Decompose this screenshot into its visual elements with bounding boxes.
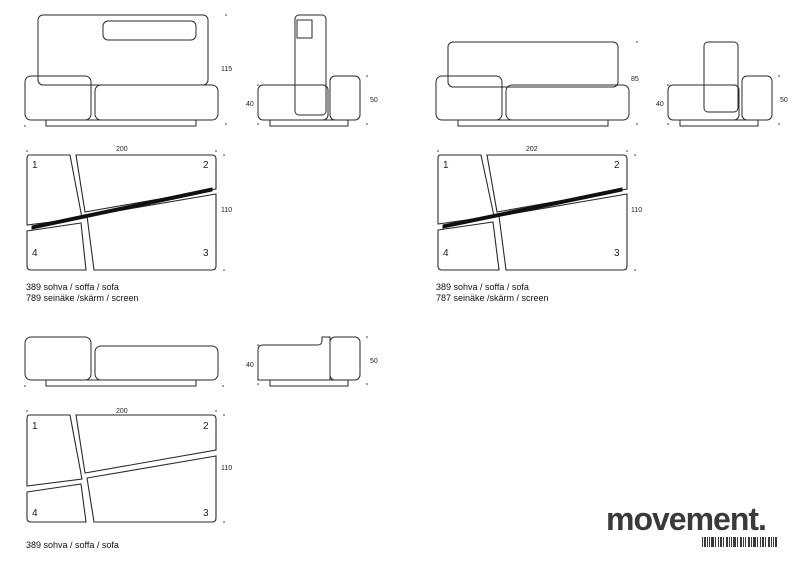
sofa-b-width: 202 <box>526 146 538 153</box>
sofa-b-seat-height: 50 <box>780 97 788 104</box>
sofa-c-side-height: 40 <box>246 362 254 369</box>
sofa-c-cushion-2: 2 <box>203 421 209 432</box>
sofa-b-side-view: 40 50 <box>656 41 788 127</box>
sofa-a-cushion-4: 4 <box>32 248 38 259</box>
sofa-c-caption-line-1: 389 sohva / soffa / sofa <box>26 540 119 550</box>
sofa-c-cushion-4: 4 <box>32 508 38 519</box>
sofa-c-front-view <box>24 336 224 387</box>
sofa-b-top-view: 202 110 1 2 3 4 <box>437 146 642 271</box>
sofa-b-cushion-2: 2 <box>614 160 620 171</box>
sofa-b-caption-line-1: 389 sohva / soffa / sofa <box>436 282 529 292</box>
sofa-a-cushion-3: 3 <box>203 248 209 259</box>
sofa-b-caption: 389 sohva / soffa / sofa 787 seinäke /sk… <box>436 282 549 304</box>
sofa-a-cushion-1: 1 <box>32 160 38 171</box>
movement-logo: movement. <box>606 501 767 537</box>
sofa-c-width: 200 <box>116 408 128 415</box>
sofa-b-cushion-4: 4 <box>443 248 449 259</box>
sofa-b-depth: 110 <box>631 207 642 214</box>
sofa-a-seat-height: 50 <box>370 97 378 104</box>
sofa-a-caption: 389 sohva / soffa / sofa 789 seinäke /sk… <box>26 282 139 304</box>
barcode-icon <box>702 537 777 547</box>
sofa-c-cushion-1: 1 <box>32 421 38 432</box>
sofa-b-cushion-3: 3 <box>614 248 620 259</box>
sofa-a-back-height: 115 <box>221 66 232 73</box>
sofa-c-caption: 389 sohva / soffa / sofa <box>26 540 119 551</box>
sofa-a-top-view: 200 110 1 2 3 4 <box>26 146 232 271</box>
sofa-a-width: 200 <box>116 146 128 153</box>
sofa-a-cushion-2: 2 <box>203 160 209 171</box>
sofa-a-depth: 110 <box>221 207 232 214</box>
sofa-a-side-view: 40 50 <box>246 14 378 127</box>
sofa-c-cushion-3: 3 <box>203 508 209 519</box>
sofa-a-front-view: 115 <box>24 14 232 127</box>
sofa-a-caption-line-1: 389 sohva / soffa / sofa <box>26 282 119 292</box>
sofa-a-caption-line-2: 789 seinäke /skärm / screen <box>26 293 139 303</box>
sofa-b-back-height: 85 <box>631 76 639 83</box>
sofa-a-side-height: 40 <box>246 101 254 108</box>
sofa-b-side-height: 40 <box>656 101 664 108</box>
sofa-c-seat-height: 50 <box>370 358 378 365</box>
sofa-b-front-view: 85 <box>435 41 639 127</box>
sofa-b-cushion-1: 1 <box>443 160 449 171</box>
sofa-c-top-view: 200 110 1 2 3 4 <box>26 408 232 523</box>
sofa-c-side-view: 40 50 <box>246 336 378 387</box>
sofa-b-caption-line-2: 787 seinäke /skärm / screen <box>436 293 549 303</box>
sofa-c-depth: 110 <box>221 465 232 472</box>
